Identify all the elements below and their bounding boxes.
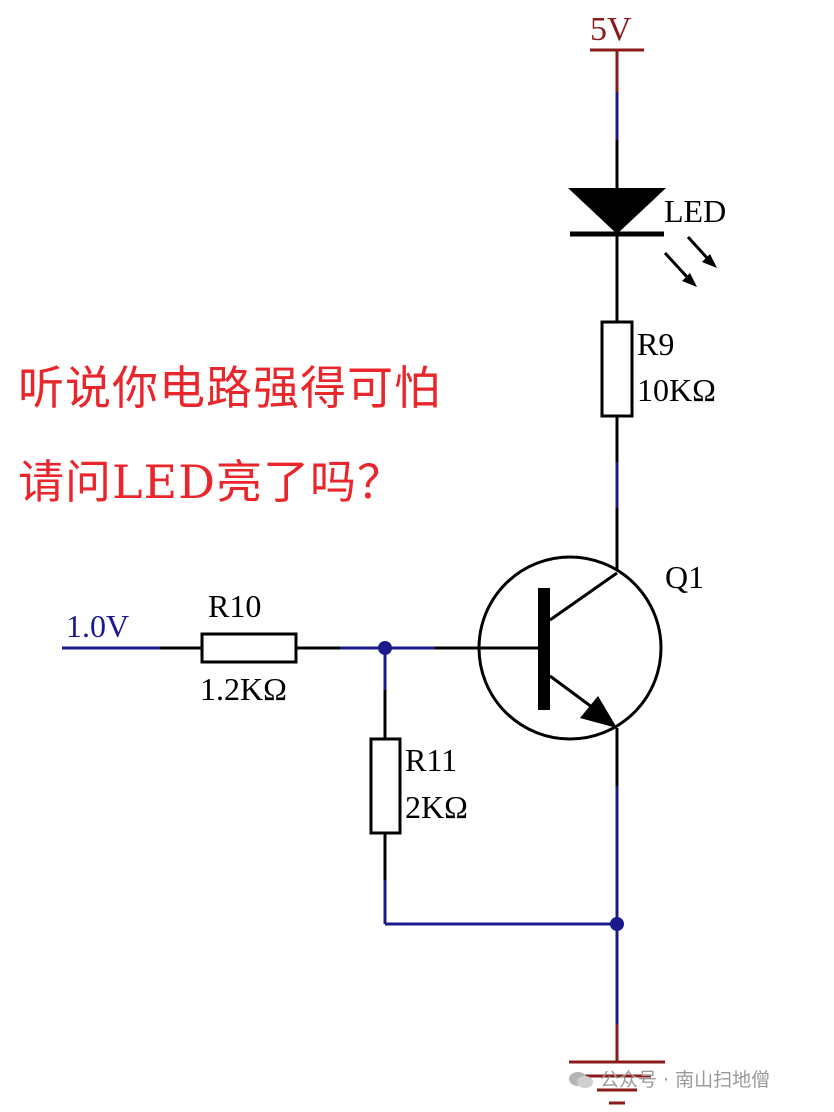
led-light-arrowhead-1 [682,273,697,287]
led-symbol: LED [568,188,726,287]
resistor-r10: R10 1.2KΩ [200,588,298,707]
led-light-arrow-2 [686,235,710,261]
led-light-arrowhead-2 [702,254,717,268]
q1-emitter-arrow [580,696,617,728]
r11-body [369,737,402,835]
watermark-text: 公众号 · 南山扫地僧 [600,1069,771,1091]
r11-name: R11 [405,742,457,778]
q1-collector [549,571,618,622]
resistor-r9: R9 10KΩ [600,320,716,418]
r9-name: R9 [637,326,674,362]
r9-body [600,320,634,418]
junction-ground-node [610,917,624,931]
led-label: LED [664,193,726,229]
transistor-q1: Q1 [477,555,704,741]
q1-label: Q1 [665,559,704,595]
r10-name: R10 [208,588,261,624]
q1-base-bar [538,588,550,710]
ground-symbol [569,1024,665,1105]
resistor-r11: R11 2KΩ [369,737,468,835]
r9-value: 10KΩ [637,372,716,408]
supply-label: 5V [590,11,632,48]
r10-value: 1.2KΩ [200,671,287,707]
r11-value: 2KΩ [405,789,468,825]
watermark: 公众号 · 南山扫地僧 [568,1065,770,1092]
input-label: 1.0V [66,608,129,644]
supply-5v: 5V [590,11,644,92]
led-light-arrow-1 [663,251,690,280]
caption-line-2: 请问LED亮了吗？ [18,455,405,509]
r10-body [200,632,298,664]
wechat-icon [569,1072,593,1088]
caption-line-1: 听说你电路强得可怕 [18,361,441,415]
led-triangle [568,188,666,234]
